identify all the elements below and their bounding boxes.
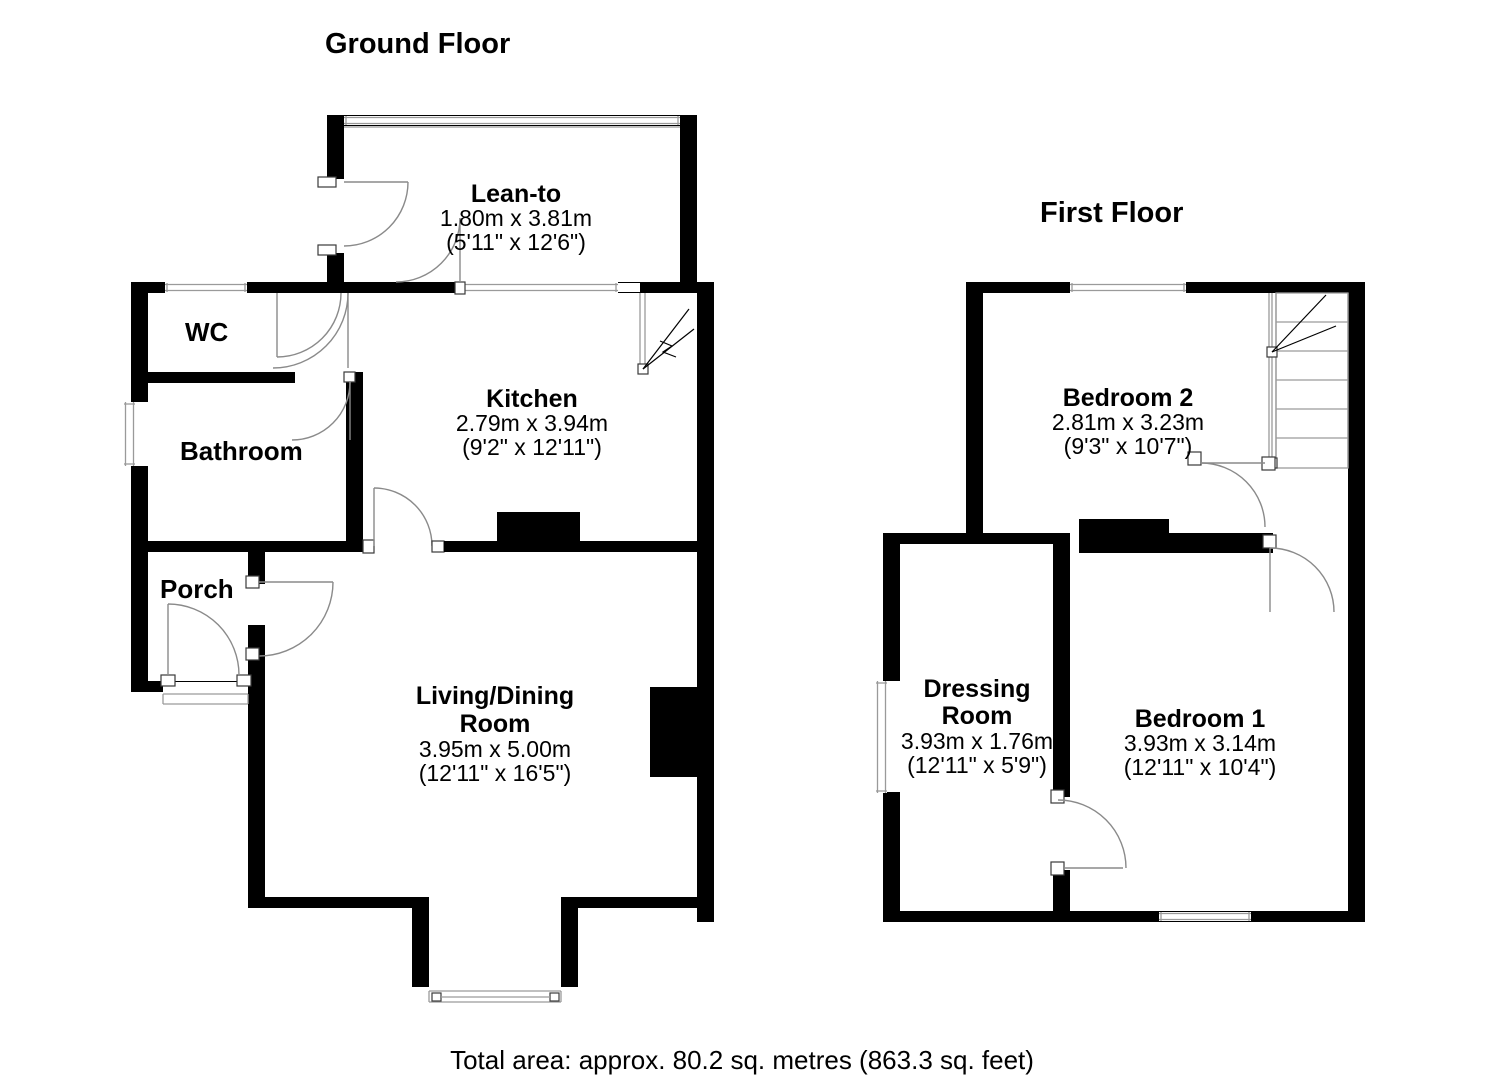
ground-floor-stairs-indicator	[637, 293, 695, 375]
living-room-bay-window	[428, 977, 562, 1003]
bedroom-2-room-name: Bedroom 2	[1063, 384, 1194, 412]
wc-window	[165, 283, 247, 292]
first-floor-title: First Floor	[1040, 197, 1183, 229]
bedroom-2-dim-metric: 2.81m x 3.23m	[1052, 409, 1204, 435]
lean-to-window-bottom	[462, 283, 618, 292]
living-room-chimney-breast	[650, 687, 702, 777]
bathroom-door	[291, 371, 356, 441]
bedroom-2-window	[1070, 283, 1186, 292]
first-floor-plan: Bedroom 2 2.81m x 3.23m (9'3" x 10'7") D…	[876, 282, 1365, 922]
lean-to-external-door	[317, 176, 409, 256]
porch-walls	[248, 552, 265, 681]
living-dining-room-name-line2: Room	[460, 710, 531, 738]
lean-to-dim-metric: 1.80m x 3.81m	[440, 205, 592, 231]
first-floor-outer-walls	[883, 282, 1365, 922]
porch-front-door	[160, 603, 252, 705]
bathroom-window	[124, 402, 135, 466]
wc-door	[276, 292, 342, 358]
bedroom-1-door	[1262, 534, 1335, 613]
dressing-room-name-line2: Room	[942, 702, 1013, 730]
living-dining-room-dim-metric: 3.95m x 5.00m	[419, 736, 571, 762]
bedroom-1-dim-imperial: (12'11" x 10'4")	[1124, 754, 1277, 780]
bedroom-2-label: Bedroom 2 2.81m x 3.23m (9'3" x 10'7")	[1052, 384, 1204, 459]
wc-room-name: WC	[185, 317, 229, 347]
bedroom-1-label: Bedroom 1 3.93m x 3.14m (12'11" x 10'4")	[1124, 705, 1277, 780]
hall-kitchen-door	[272, 292, 349, 369]
bedroom-2-dim-imperial: (9'3" x 10'7")	[1064, 433, 1193, 459]
first-floor-staircase	[1266, 292, 1349, 469]
kitchen-dim-metric: 2.79m x 3.94m	[456, 410, 608, 436]
ground-floor-title: Ground Floor	[325, 28, 510, 60]
lean-to-room-name: Lean-to	[471, 180, 561, 208]
kitchen-top-opening	[618, 283, 640, 292]
living-room-hall-door	[362, 487, 445, 554]
living-dining-room-label: Living/Dining Room 3.95m x 5.00m (12'11"…	[416, 682, 574, 786]
first-floor-internal-walls	[883, 519, 1273, 922]
kitchen-living-divider	[444, 512, 714, 552]
living-dining-room-name-line1: Living/Dining	[416, 682, 574, 710]
dressing-room-door	[1050, 789, 1127, 876]
dressing-room-dim-imperial: (12'11" x 5'9")	[907, 752, 1047, 778]
bedroom-1-window	[1159, 912, 1251, 921]
bedroom-1-room-name: Bedroom 1	[1135, 705, 1266, 733]
bathroom-room-name: Bathroom	[180, 436, 303, 466]
porch-room-name: Porch	[160, 574, 234, 604]
living-dining-room-dim-imperial: (12'11" x 16'5")	[419, 760, 572, 786]
kitchen-label: Kitchen 2.79m x 3.94m (9'2" x 12'11")	[456, 385, 608, 460]
kitchen-dim-imperial: (9'2" x 12'11")	[462, 434, 602, 460]
kitchen-room-name: Kitchen	[486, 385, 578, 413]
porch-inner-door	[245, 575, 334, 661]
dressing-room-name-line1: Dressing	[924, 675, 1031, 703]
bedroom-1-dim-metric: 3.93m x 3.14m	[1124, 730, 1276, 756]
dressing-room-dim-metric: 3.93m x 1.76m	[901, 728, 1053, 754]
lean-to-label: Lean-to 1.80m x 3.81m (5'11" x 12'6")	[440, 180, 592, 255]
bedroom-2-door	[1187, 451, 1276, 528]
dressing-room-label: Dressing Room 3.93m x 1.76m (12'11" x 5'…	[901, 675, 1053, 778]
lean-to-internal-door	[395, 217, 466, 295]
ground-floor-outer-walls	[131, 282, 714, 987]
lean-to-dim-imperial: (5'11" x 12'6")	[446, 229, 586, 255]
ground-floor-plan: Lean-to 1.80m x 3.81m (5'11" x 12'6") WC…	[124, 115, 714, 1003]
lean-to-window-top	[344, 116, 680, 128]
dressing-room-window	[876, 681, 887, 793]
total-area-text: Total area: approx. 80.2 sq. metres (863…	[450, 1045, 1034, 1075]
